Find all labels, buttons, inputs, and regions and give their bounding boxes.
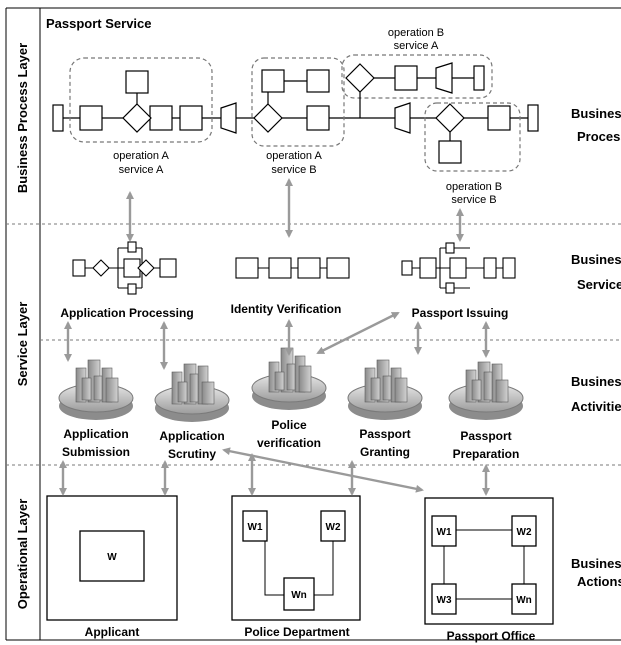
office-worker-wn: Wn [516, 595, 532, 606]
activity-disc-application-submission [58, 359, 134, 420]
applicant-worker-w: W [107, 552, 117, 563]
op-a-service-a-line2: service A [119, 164, 164, 176]
activity-passport-granting-line1: Passport [359, 427, 410, 441]
activity-application-submission-line1: Application [63, 427, 128, 441]
operation-a-service-a-group [69, 57, 213, 143]
actor-passport-office-label: Passport Office [447, 629, 536, 643]
activity-disc-police-verification [251, 347, 327, 410]
op-b-service-b-line1: operation B [446, 181, 502, 193]
service-identity-verification-label: Identity Verification [231, 302, 342, 316]
service-application-processing-diagram [72, 241, 177, 295]
actor-passport-office-box [424, 497, 554, 625]
op-b-service-a-line1: operation B [388, 27, 444, 39]
layer-label-operational: Operational Layer [15, 499, 30, 610]
right-label-actions-2: Actions [577, 574, 621, 589]
layer-connectors [59, 178, 490, 496]
activity-passport-preparation-line1: Passport [460, 429, 511, 443]
actor-applicant-box [46, 495, 178, 621]
connector-scrutiny-to-office [222, 447, 424, 493]
op-b-service-b-line2: service B [451, 194, 496, 206]
op-a-service-a-line1: operation A [113, 150, 169, 162]
office-worker-w3: W3 [437, 595, 452, 606]
operation-b-service-a-group [341, 54, 493, 99]
office-worker-w2: W2 [517, 527, 532, 538]
police-worker-w2: W2 [326, 522, 341, 533]
activity-passport-preparation-line2: Preparation [453, 447, 520, 461]
right-label-activities-2: Activities [571, 399, 621, 414]
process-flow [52, 54, 539, 172]
actor-applicant-label: Applicant [85, 625, 140, 639]
op-a-service-b-line2: service B [271, 164, 316, 176]
activity-discs [58, 347, 524, 422]
operation-a-service-b-group [251, 57, 345, 147]
activity-application-scrutiny-line2: Scrutiny [168, 447, 216, 461]
right-label-process-1: Business [571, 106, 621, 121]
actor-police-department-label: Police Department [244, 625, 349, 639]
service-passport-issuing-label: Passport Issuing [412, 306, 509, 320]
activity-application-scrutiny-line1: Application [159, 429, 224, 443]
service-identity-verification-diagram [235, 257, 350, 279]
right-label-activities-1: Business [571, 374, 621, 389]
op-b-service-a-line2: service A [394, 40, 439, 52]
right-label-process-2: Process [577, 129, 621, 144]
activity-application-submission-line2: Submission [62, 445, 130, 459]
layer-frame [5, 7, 621, 641]
layer-label-service: Service Layer [15, 302, 30, 387]
police-worker-w1: W1 [248, 522, 263, 533]
right-label-services-1: Business [571, 252, 621, 267]
activity-disc-passport-granting [347, 359, 423, 420]
layer-label-business-process: Business Process Layer [15, 43, 30, 193]
right-label-services-2: Services [577, 277, 621, 292]
activity-police-verification-line1: Police [271, 418, 307, 432]
diagram-title: Passport Service [46, 16, 152, 31]
operation-b-service-b-group [424, 102, 521, 172]
activity-passport-granting-line2: Granting [360, 445, 410, 459]
activity-police-verification-line2: verification [257, 436, 321, 450]
actor-police-department-box [231, 495, 361, 621]
op-a-service-b-line1: operation A [266, 150, 322, 162]
service-passport-issuing-diagram [401, 242, 516, 294]
service-application-processing-label: Application Processing [60, 306, 193, 320]
connector-issuing-to-police [316, 311, 400, 355]
activity-disc-passport-preparation [448, 361, 524, 420]
office-worker-w1: W1 [437, 527, 452, 538]
activity-disc-application-scrutiny [154, 363, 230, 422]
right-label-actions-1: Business [571, 556, 621, 571]
police-worker-wn: Wn [291, 590, 307, 601]
